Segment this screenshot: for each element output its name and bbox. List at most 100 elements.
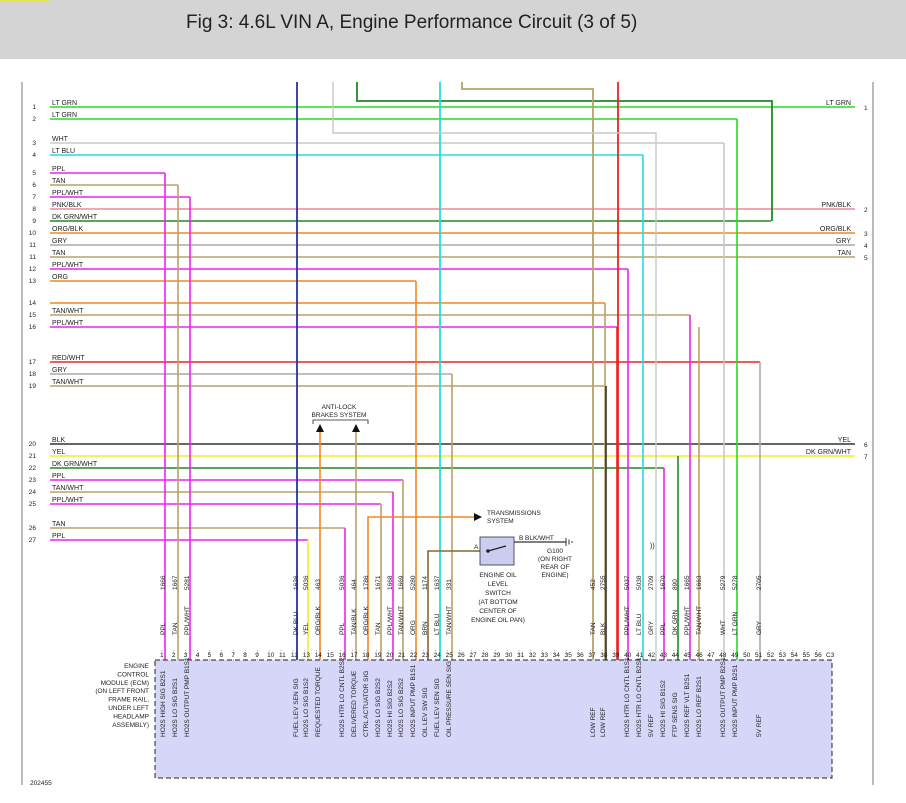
wire-row-number: 15	[29, 312, 37, 319]
wire-row-number: 6	[32, 182, 36, 189]
pin-function-label: OIL LEV SW SIG	[422, 687, 429, 737]
right-connection-number: 1	[864, 105, 868, 112]
ecm-pin-number: 6	[220, 652, 224, 659]
wire-row-label: YEL	[52, 449, 65, 456]
pin-circuit-number: 1670	[660, 575, 667, 590]
wire-break-mark: ))	[650, 543, 655, 550]
pin-function-label: HO2S LO SIG B2S2	[375, 678, 382, 737]
pin-circuit-number: 890	[672, 579, 679, 590]
pin-function-label: HO2S LO REF B2S1	[696, 676, 703, 737]
pin-wire-color: TAN/WHT	[696, 606, 703, 635]
wire-ctrl-actuator	[367, 516, 474, 660]
wire-row-number: 1	[32, 104, 36, 111]
wire-row-number: 12	[29, 266, 37, 273]
pin-circuit-number: 5279	[720, 575, 727, 590]
pin-wire-color: PPL/WHT	[387, 606, 394, 635]
ecm-pin-number: 17	[350, 652, 358, 659]
ecm-pin-number: 50	[743, 652, 751, 659]
wire-row-number: 14	[29, 300, 37, 307]
pin-wire-color: GRY	[648, 620, 655, 635]
pin-circuit-number: 2755	[600, 575, 607, 590]
wire-row-number: 11	[29, 254, 36, 261]
pin-circuit-number: 1663	[696, 575, 703, 590]
ecm-label-line: UNDER LEFT	[108, 705, 149, 712]
wire-row-label: TAN	[52, 178, 65, 185]
pin-function-label: HO2S LO SIG B2S1	[172, 678, 179, 737]
wire-row-number: 4	[32, 152, 36, 159]
ground-location-line: REAR OF	[541, 564, 570, 571]
pin-wire-color: PPL/WHT	[624, 606, 631, 635]
pin-function-label: OIL PRESSURE SEN SIG	[446, 661, 453, 737]
pin-circuit-number: 2705	[756, 575, 763, 590]
right-connection-label: DK GRN/WHT	[806, 449, 852, 456]
ecm-pin-number: 15	[327, 652, 335, 659]
pin-wire-color: PPL/WHT	[684, 606, 691, 635]
pin-function-label: DELIVERED TORQUE	[351, 670, 358, 737]
right-connection-label: TAN	[838, 250, 851, 257]
pin-circuit-number: 463	[315, 579, 322, 590]
wire-row-label: BLK	[52, 437, 66, 444]
pin-function-label: LOW REF	[590, 707, 597, 737]
pin-circuit-number: 1666	[160, 575, 167, 590]
pin-circuit-number: 5281	[184, 575, 191, 590]
ecm-pin-number: 14	[315, 652, 323, 659]
pin-wire-color: LT GRN	[732, 611, 739, 635]
pin-wire-color: TAN/BLK	[351, 608, 358, 635]
abs-arrow-1	[316, 424, 324, 432]
pin-function-label: CTRL ACTUATOR SIG	[363, 671, 370, 737]
wire-row-number: 11	[29, 242, 36, 249]
pin-circuit-number: 5038	[636, 575, 643, 590]
oil-switch-label-line: (AT BOTTOM	[478, 599, 517, 606]
ecm-module-border	[154, 659, 833, 779]
abs-label-line-2: BRAKES SYSTEM	[312, 412, 367, 419]
pin-circuit-number: 1671	[375, 575, 382, 590]
pin-function-label: HO2S INPUT PMP B2S1	[732, 664, 739, 737]
switch-pivot	[486, 549, 490, 553]
pin-function-label: FTP SENS SIG	[672, 692, 679, 737]
ecm-pin-number: 54	[791, 652, 799, 659]
pin-function-label: HO2S HTR LO CNTL B2S1	[636, 657, 643, 737]
ecm-pin-number: 23	[422, 652, 430, 659]
pin-wire-color: PPL	[660, 622, 667, 635]
pin-function-label: FUEL LEV SEN SIG	[293, 678, 300, 737]
right-connection-label: PNK/BLK	[821, 202, 851, 209]
ecm-pin-number: 51	[755, 652, 763, 659]
wire-row-number: 9	[32, 218, 36, 225]
ecm-pin-number: 12	[291, 652, 299, 659]
wire-row-number: 5	[32, 170, 36, 177]
wire-row-number: 3	[32, 140, 36, 147]
wire-row-number: 24	[29, 489, 37, 496]
ecm-pin-number: 46	[696, 652, 704, 659]
pin-circuit-number: 5036	[339, 575, 346, 590]
ecm-pin-number: 45	[684, 652, 692, 659]
ground-id: G100	[547, 548, 563, 555]
pin-wire-color: YEL	[303, 622, 310, 635]
right-connection-number: 3	[864, 231, 868, 238]
ecm-pin-number: 38	[600, 652, 608, 659]
right-connection-number: 2	[864, 207, 868, 214]
oil-switch-label-line: ENGINE OIL PAN)	[471, 617, 525, 624]
pin-wire-color: ORG/BLK	[315, 605, 322, 635]
right-connection-label: YEL	[838, 437, 851, 444]
ecm-pin-number: 39	[612, 652, 620, 659]
abs-label-line-1: ANTI-LOCK	[322, 404, 357, 411]
wire-row-number: 19	[29, 383, 37, 390]
pin-circuit-number: 5278	[732, 575, 739, 590]
ecm-pin-number: 9	[255, 652, 259, 659]
ecm-pin-number: 36	[577, 652, 585, 659]
ecm-pin-number: 27	[469, 652, 477, 659]
pin-function-label: HO2S INPUT PMP B1S1	[410, 664, 417, 737]
pin-circuit-number: 1174	[422, 576, 429, 590]
ecm-pin-number: 13	[303, 652, 311, 659]
oil-switch-label-line: LEVEL	[488, 581, 509, 588]
ecm-pin-number: 41	[636, 652, 644, 659]
wire-row-number: 7	[32, 194, 36, 201]
ecm-pin-number: 20	[386, 652, 394, 659]
wire-row-number: 17	[29, 359, 37, 366]
ecm-pin-number: 42	[648, 652, 656, 659]
pin-function-label: HO2S LO SIG B1S2	[303, 678, 310, 737]
ecm-pin-number: 3	[184, 652, 188, 659]
ecm-pin-number: 56	[815, 652, 823, 659]
ecm-pin-number: 47	[707, 652, 715, 659]
wire-row-label: PPL	[52, 473, 65, 480]
